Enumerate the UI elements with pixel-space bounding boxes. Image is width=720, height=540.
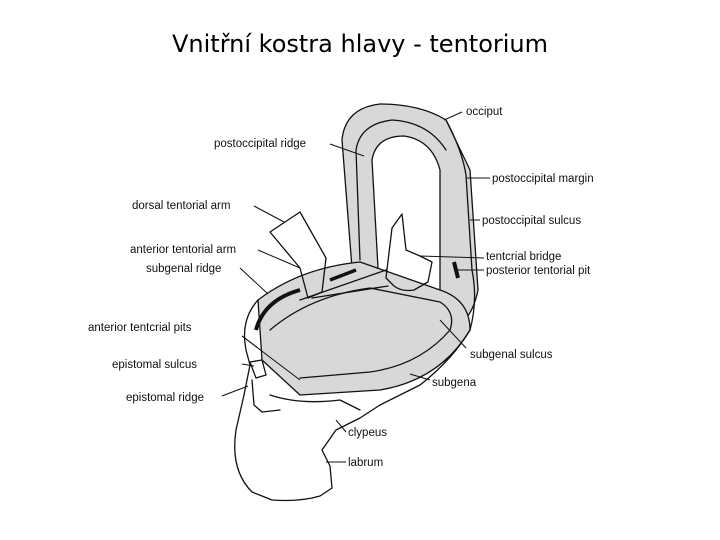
epistomal-ridge-lower — [252, 380, 280, 412]
label-epistomal-sulcus: epistomal sulcus — [112, 359, 197, 371]
label-epistomal-ridge: epistomal ridge — [126, 392, 204, 404]
label-occiput: occiput — [466, 106, 503, 118]
label-posterior-tentorial-pit: posterior tentorial pit — [486, 265, 591, 277]
epistomal-ridge-shape — [250, 360, 266, 378]
label-postoccipital-ridge: postoccipital ridge — [214, 138, 306, 150]
label-clypeus: clypeus — [348, 427, 387, 439]
label-dorsal-tentorial-arm: dorsal tentorial arm — [132, 200, 230, 212]
label-postoccipital-sulcus: postoccipital sulcus — [482, 215, 581, 227]
label-subgenal-sulcus: subgenal sulcus — [470, 349, 553, 361]
label-subgena: subgena — [432, 377, 477, 389]
label-postoccipital-margin: postoccipital margin — [492, 173, 594, 185]
subgena-band — [258, 262, 470, 395]
label-tentorial-bridge: tentcrial bridge — [486, 251, 561, 263]
label-anterior-tentorial-pits: anterior tentcrial pits — [88, 322, 192, 334]
label-labrum: labrum — [348, 457, 383, 469]
label-anterior-tentorial-arm: anterior tentorial arm — [130, 244, 236, 256]
clypeus-outline — [270, 395, 360, 410]
label-subgenal-ridge: subgenal ridge — [146, 263, 221, 275]
